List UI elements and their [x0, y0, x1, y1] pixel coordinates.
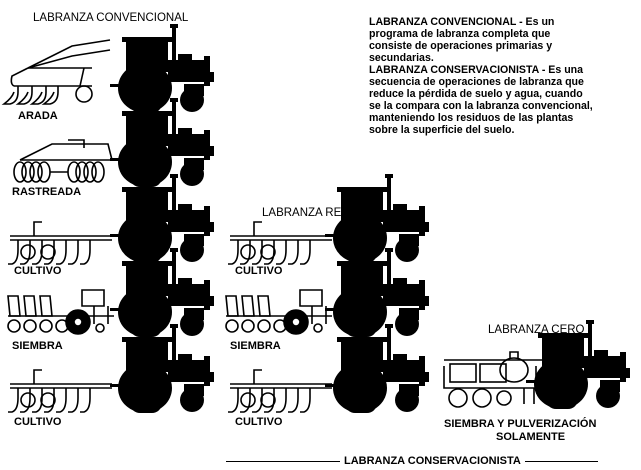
conservation-footer-label: LABRANZA CONSERVACIONISTA	[340, 455, 525, 467]
cultivator-icon	[8, 370, 112, 412]
description-line: LABRANZA CONVENCIONAL - Es un	[369, 16, 641, 28]
planter-icon	[8, 290, 114, 334]
label-cultivo: CULTIVO	[14, 265, 61, 277]
tractor-icon	[110, 24, 214, 113]
description-line: consiste de operaciones primarias y	[369, 40, 641, 52]
label-cultivo: CULTIVO	[235, 265, 282, 277]
label-solamente: SOLAMENTE	[496, 431, 565, 443]
cultivator-icon	[228, 370, 332, 412]
description-line: secundarias.	[369, 52, 641, 64]
label-rastreada: RASTREADA	[12, 186, 81, 198]
description-line: programa de labranza completa que	[369, 28, 641, 40]
description-line: sobre la superficie del suelo.	[369, 124, 641, 136]
label-siembra-pulverizacion: SIEMBRA Y PULVERIZACIÓN	[444, 418, 596, 430]
cultivator-icon	[228, 222, 332, 264]
label-cultivo: CULTIVO	[14, 416, 61, 428]
cultivator-icon	[8, 222, 112, 264]
description-line: secuencia de operaciones de labranza que	[369, 76, 641, 88]
description-line: LABRANZA CONSERVACIONISTA - Es una	[369, 64, 641, 76]
heading-reduced: LABRANZA REDUCIDA	[262, 207, 385, 219]
tractor-icon	[110, 324, 214, 413]
description-line: reduce la pérdida de suelo y agua, cuand…	[369, 88, 641, 100]
heading-zero: LABRANZA CERO	[488, 324, 585, 336]
heading-conventional: LABRANZA CONVENCIONAL	[33, 12, 188, 24]
tractor-icon	[325, 248, 429, 337]
description-text: LABRANZA CONVENCIONAL - Es un programa d…	[369, 16, 641, 136]
disc-harrow-icon	[14, 140, 112, 182]
planter-icon	[226, 290, 332, 334]
label-siembra: SIEMBRA	[230, 340, 281, 352]
tractor-icon	[110, 174, 214, 263]
label-arada: ARADA	[18, 110, 58, 122]
description-line: se la compara con la labranza convencion…	[369, 100, 641, 112]
tractor-icon	[110, 248, 214, 337]
label-siembra: SIEMBRA	[12, 340, 63, 352]
tractor-icon	[325, 324, 429, 413]
tractor-icon	[110, 98, 214, 187]
label-cultivo: CULTIVO	[235, 416, 282, 428]
description-line: manteniendo los residuos de las plantas	[369, 112, 641, 124]
sprayer-planter-icon	[444, 352, 544, 407]
plow-icon	[4, 40, 110, 104]
